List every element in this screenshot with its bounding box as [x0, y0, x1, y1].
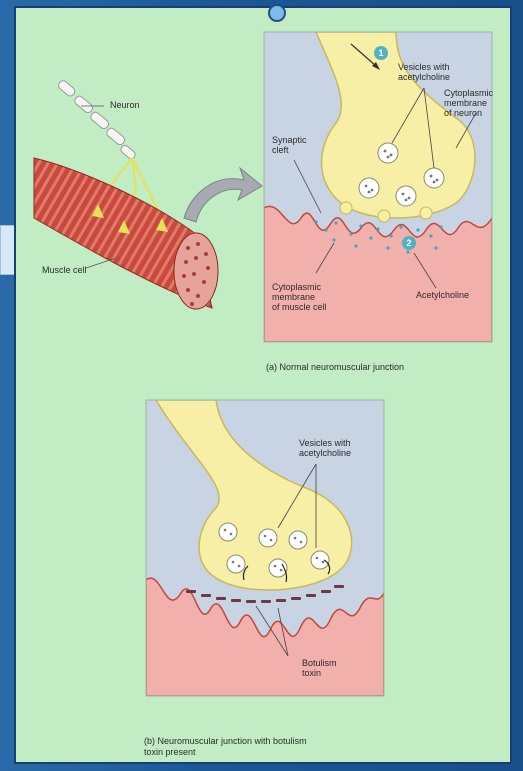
- label-vesicles-top: Vesicles with acetylcholine: [398, 62, 450, 82]
- caption-b: (b) Neuromuscular junction with botulism…: [144, 736, 307, 758]
- label-botulism-toxin: Botulism toxin: [302, 658, 337, 678]
- label-muscle-cell: Muscle cell: [42, 265, 87, 275]
- caption-a: (a) Normal neuromuscular junction: [266, 362, 404, 373]
- step-1-badge: 1: [374, 46, 388, 60]
- label-acetylcholine: Acetylcholine: [416, 290, 469, 300]
- label-cyto-muscle: Cytoplasmic membrane of muscle cell: [272, 282, 327, 312]
- label-vesicles-bottom: Vesicles with acetylcholine: [299, 438, 351, 458]
- step-2-badge: 2: [402, 236, 416, 250]
- muscle-leader: [86, 258, 116, 268]
- diagram-svg: [16, 8, 510, 762]
- label-cyto-neuron: Cytoplasmic membrane of neuron: [444, 88, 493, 118]
- label-neuron: Neuron: [110, 100, 140, 110]
- muscle-fiber: [34, 158, 218, 309]
- label-synaptic-cleft: Synaptic cleft: [272, 135, 307, 155]
- zoom-arrow: [184, 168, 262, 222]
- figure-panel: Neuron Muscle cell Vesicles with acetylc…: [14, 6, 512, 764]
